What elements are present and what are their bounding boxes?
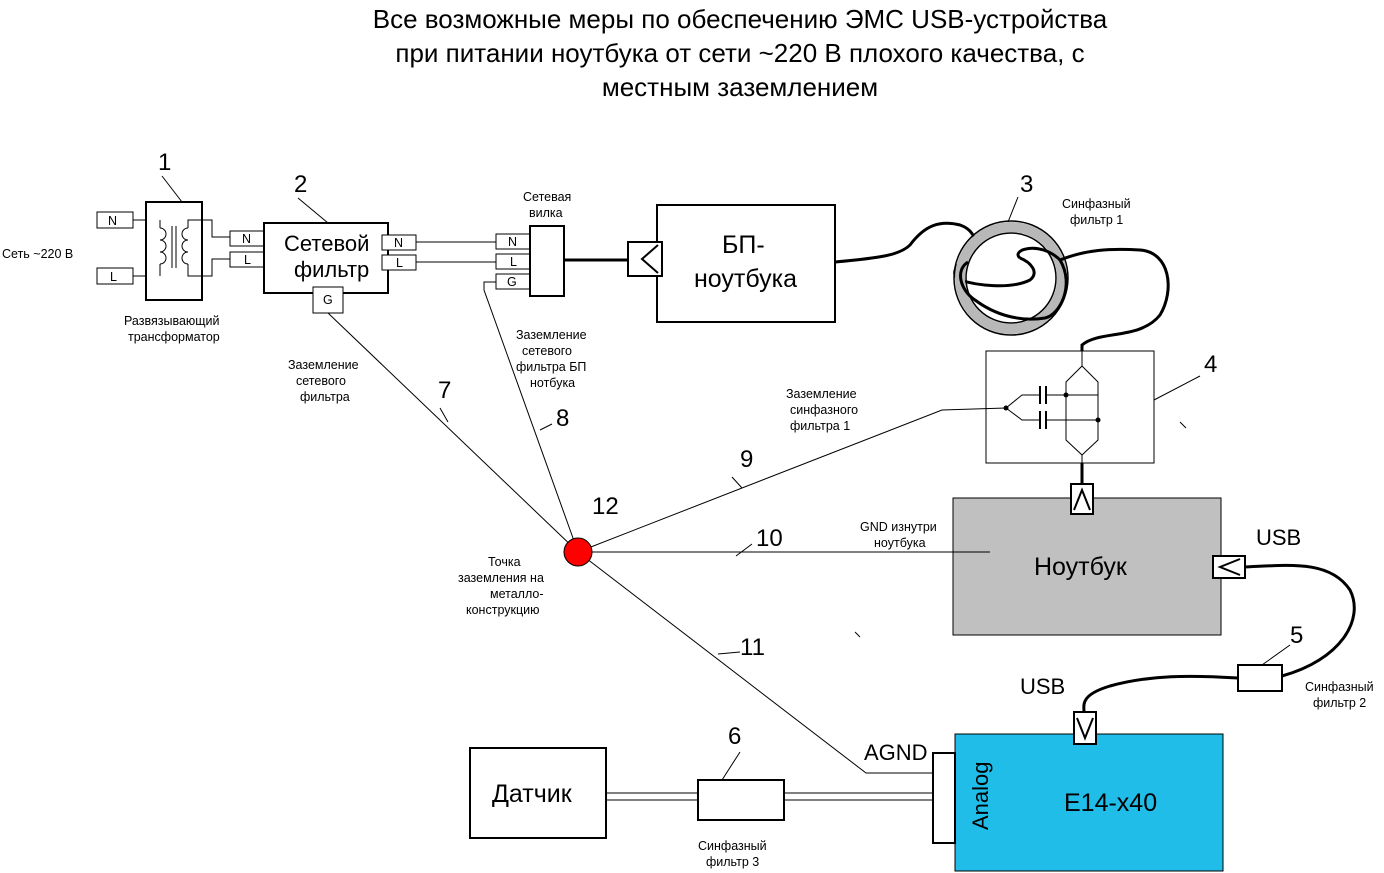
transformer-label-1: Развязывающий [124, 314, 220, 328]
gnd-laptop-label-1: GND изнутри [860, 520, 937, 534]
psu-label-2: ноутбука [694, 265, 797, 293]
filter-input-n: N [229, 230, 265, 247]
ref-number-3: 3 [1020, 171, 1033, 198]
analog-connector [932, 752, 956, 844]
ref-number-11: 11 [740, 634, 765, 661]
ground-psu-filter-label-2: сетевого [522, 344, 572, 358]
mains-filter [263, 222, 389, 294]
title-line-3: местным заземлением [601, 72, 879, 102]
filter-output-l: L [381, 254, 417, 271]
ref-number-6: 6 [728, 723, 741, 750]
sensor [469, 747, 607, 839]
svg-text:N: N [108, 214, 117, 228]
laptop-psu [656, 204, 836, 323]
laptop-usb-port [1212, 555, 1246, 579]
device-label: E14-x40 [1064, 789, 1157, 817]
mains-filter-label-1: Сетевой [284, 231, 369, 256]
title-line-2: при питании ноутбука от сети ~220 В плох… [395, 38, 1085, 68]
svg-text:L: L [110, 270, 117, 284]
svg-text:G: G [323, 293, 333, 307]
filter-ground-terminal: G [312, 286, 344, 314]
capacitor-filter-block [985, 350, 1155, 464]
device-usb-label: USB [1020, 674, 1065, 699]
cm-filter3 [697, 779, 785, 821]
transformer-label-2: трансформатор [128, 330, 220, 344]
laptop-top-connector [1070, 483, 1094, 515]
ground-filter-label-3: фильтра [300, 390, 350, 404]
svg-text:N: N [394, 236, 403, 250]
capacitor-network [1003, 351, 1101, 463]
laptop-label: Ноутбук [1034, 553, 1128, 581]
mains-label: Сеть ~220 В [2, 247, 73, 261]
device-e14-x40 [954, 733, 1224, 872]
filter-output-n: N [381, 234, 417, 251]
plug-label-1: Сетевая [523, 190, 571, 204]
svg-text:L: L [244, 253, 251, 267]
sensor-label: Датчик [492, 780, 573, 808]
plug-label-2: вилка [529, 206, 563, 220]
laptop [952, 497, 1222, 636]
ref-number-10: 10 [756, 525, 783, 552]
ground-point-label-3: металло- [490, 587, 544, 601]
ground-cm-filter1-label-2: синфазного [790, 403, 858, 417]
cm-filter2-label-1: Синфазный [1305, 680, 1374, 694]
svg-text:N: N [508, 235, 517, 249]
ground-point-label-1: Точка [488, 555, 521, 569]
plug-pin-g: G [495, 273, 531, 290]
psu-label-1: БП- [722, 231, 765, 259]
ground-filter-label-1: Заземление [288, 358, 359, 372]
ground-cm-filter1-label-1: Заземление [786, 387, 857, 401]
ground-filter-label-2: сетевого [296, 374, 346, 388]
ground-psu-filter-label-3: фильтра БП [516, 360, 586, 374]
ground-point-label-4: конструкцию [466, 603, 540, 617]
device-usb-port [1073, 711, 1097, 745]
cm-filter3-label-2: фильтр 3 [706, 855, 759, 869]
mains-filter-label-2: фильтр [294, 257, 369, 282]
cm-filter3-label-1: Синфазный [698, 839, 767, 853]
plug-pin-l: L [495, 253, 531, 270]
cm-filter2 [1237, 664, 1283, 692]
mains-terminal-n: N [96, 211, 134, 229]
ref-number-1: 1 [158, 149, 171, 176]
ref-number-7: 7 [438, 377, 451, 404]
agnd-label: AGND [864, 740, 928, 765]
cm-filter1-label-1: Синфазный [1062, 197, 1131, 211]
svg-text:L: L [510, 255, 517, 269]
ref-number-4: 4 [1204, 351, 1217, 378]
diagram-title: Все возможные меры по обеспечению ЭМС US… [280, 2, 1200, 104]
ref-number-2: 2 [294, 171, 307, 198]
svg-text:L: L [396, 256, 403, 270]
mains-terminal-l: L [96, 267, 134, 285]
psu-connector [627, 241, 663, 277]
ref-number-8: 8 [556, 405, 569, 432]
cm-filter2-label-2: фильтр 2 [1313, 696, 1366, 710]
ref-number-5: 5 [1290, 622, 1303, 649]
ground-cm-filter1-label-3: фильтра 1 [790, 419, 850, 433]
ground-point [563, 537, 593, 567]
ground-point-label-2: заземления на [458, 571, 544, 585]
title-line-1: Все возможные меры по обеспечению ЭМС US… [372, 4, 1108, 34]
ground-psu-filter-label-4: нотбука [530, 376, 575, 390]
isolation-transformer [145, 201, 230, 301]
ref-number-9: 9 [740, 446, 753, 473]
svg-text:G: G [507, 275, 517, 289]
analog-label: Analog [968, 761, 993, 830]
filter-input-l: L [229, 251, 265, 268]
ref-number-12: 12 [592, 493, 619, 520]
cm-filter1-label-2: фильтр 1 [1070, 213, 1123, 227]
plug-pin-n: N [495, 233, 531, 250]
svg-text:N: N [242, 232, 251, 246]
laptop-usb-label: USB [1256, 525, 1301, 550]
mains-plug [529, 225, 565, 297]
gnd-laptop-label-2: ноутбука [874, 536, 926, 550]
ground-psu-filter-label-1: Заземление [516, 328, 587, 342]
